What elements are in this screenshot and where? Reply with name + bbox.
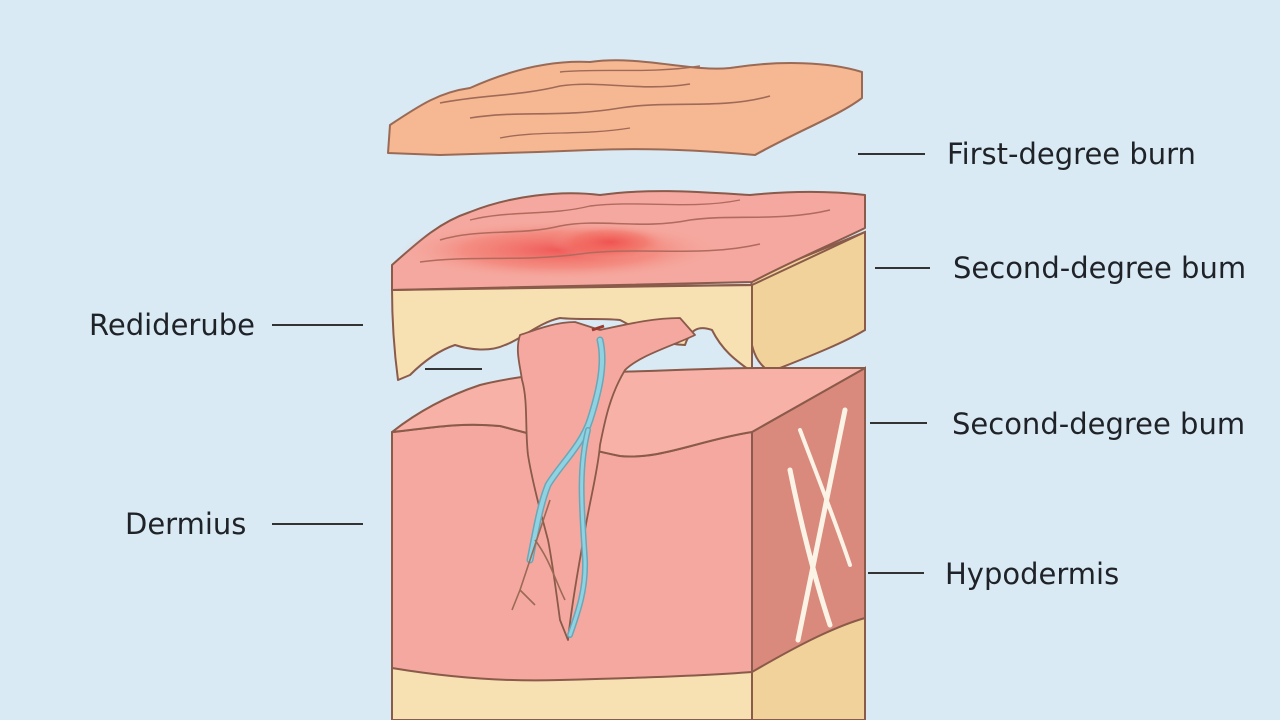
label-first-degree-burn: First-degree burn: [947, 137, 1196, 171]
epidermis-slab: [387, 59, 863, 156]
label-left-upper: Rediderube: [89, 308, 255, 342]
label-second-degree-lower: Second-degree bum: [952, 407, 1246, 441]
nerve-vessel: [511, 317, 696, 641]
label-second-degree-upper: Second-degree bum: [953, 251, 1247, 285]
label-left-lower: Dermius: [125, 507, 247, 541]
leader-lines: [272, 153, 930, 574]
second-degree-slab: [391, 190, 866, 381]
label-hypodermis: Hypodermis: [945, 557, 1120, 591]
dermis-block: [391, 366, 866, 720]
